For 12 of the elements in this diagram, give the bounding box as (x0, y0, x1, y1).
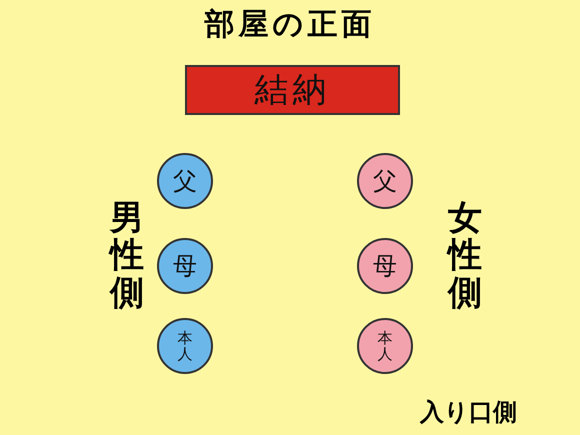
node-label: 本人 (178, 330, 192, 362)
side-label: 男性側 (110, 200, 144, 312)
node-label: 父 (373, 166, 397, 197)
node-label: 本人 (378, 330, 392, 362)
node-label: 母 (373, 251, 397, 282)
side-label: 女性側 (448, 200, 482, 312)
side-label: 入り口側 (420, 397, 517, 428)
title-box (185, 65, 400, 115)
title: 部屋の正面 (203, 6, 376, 44)
node-label: 結納 (254, 69, 330, 112)
node-label: 父 (173, 166, 197, 197)
node-label: 母 (173, 251, 197, 282)
